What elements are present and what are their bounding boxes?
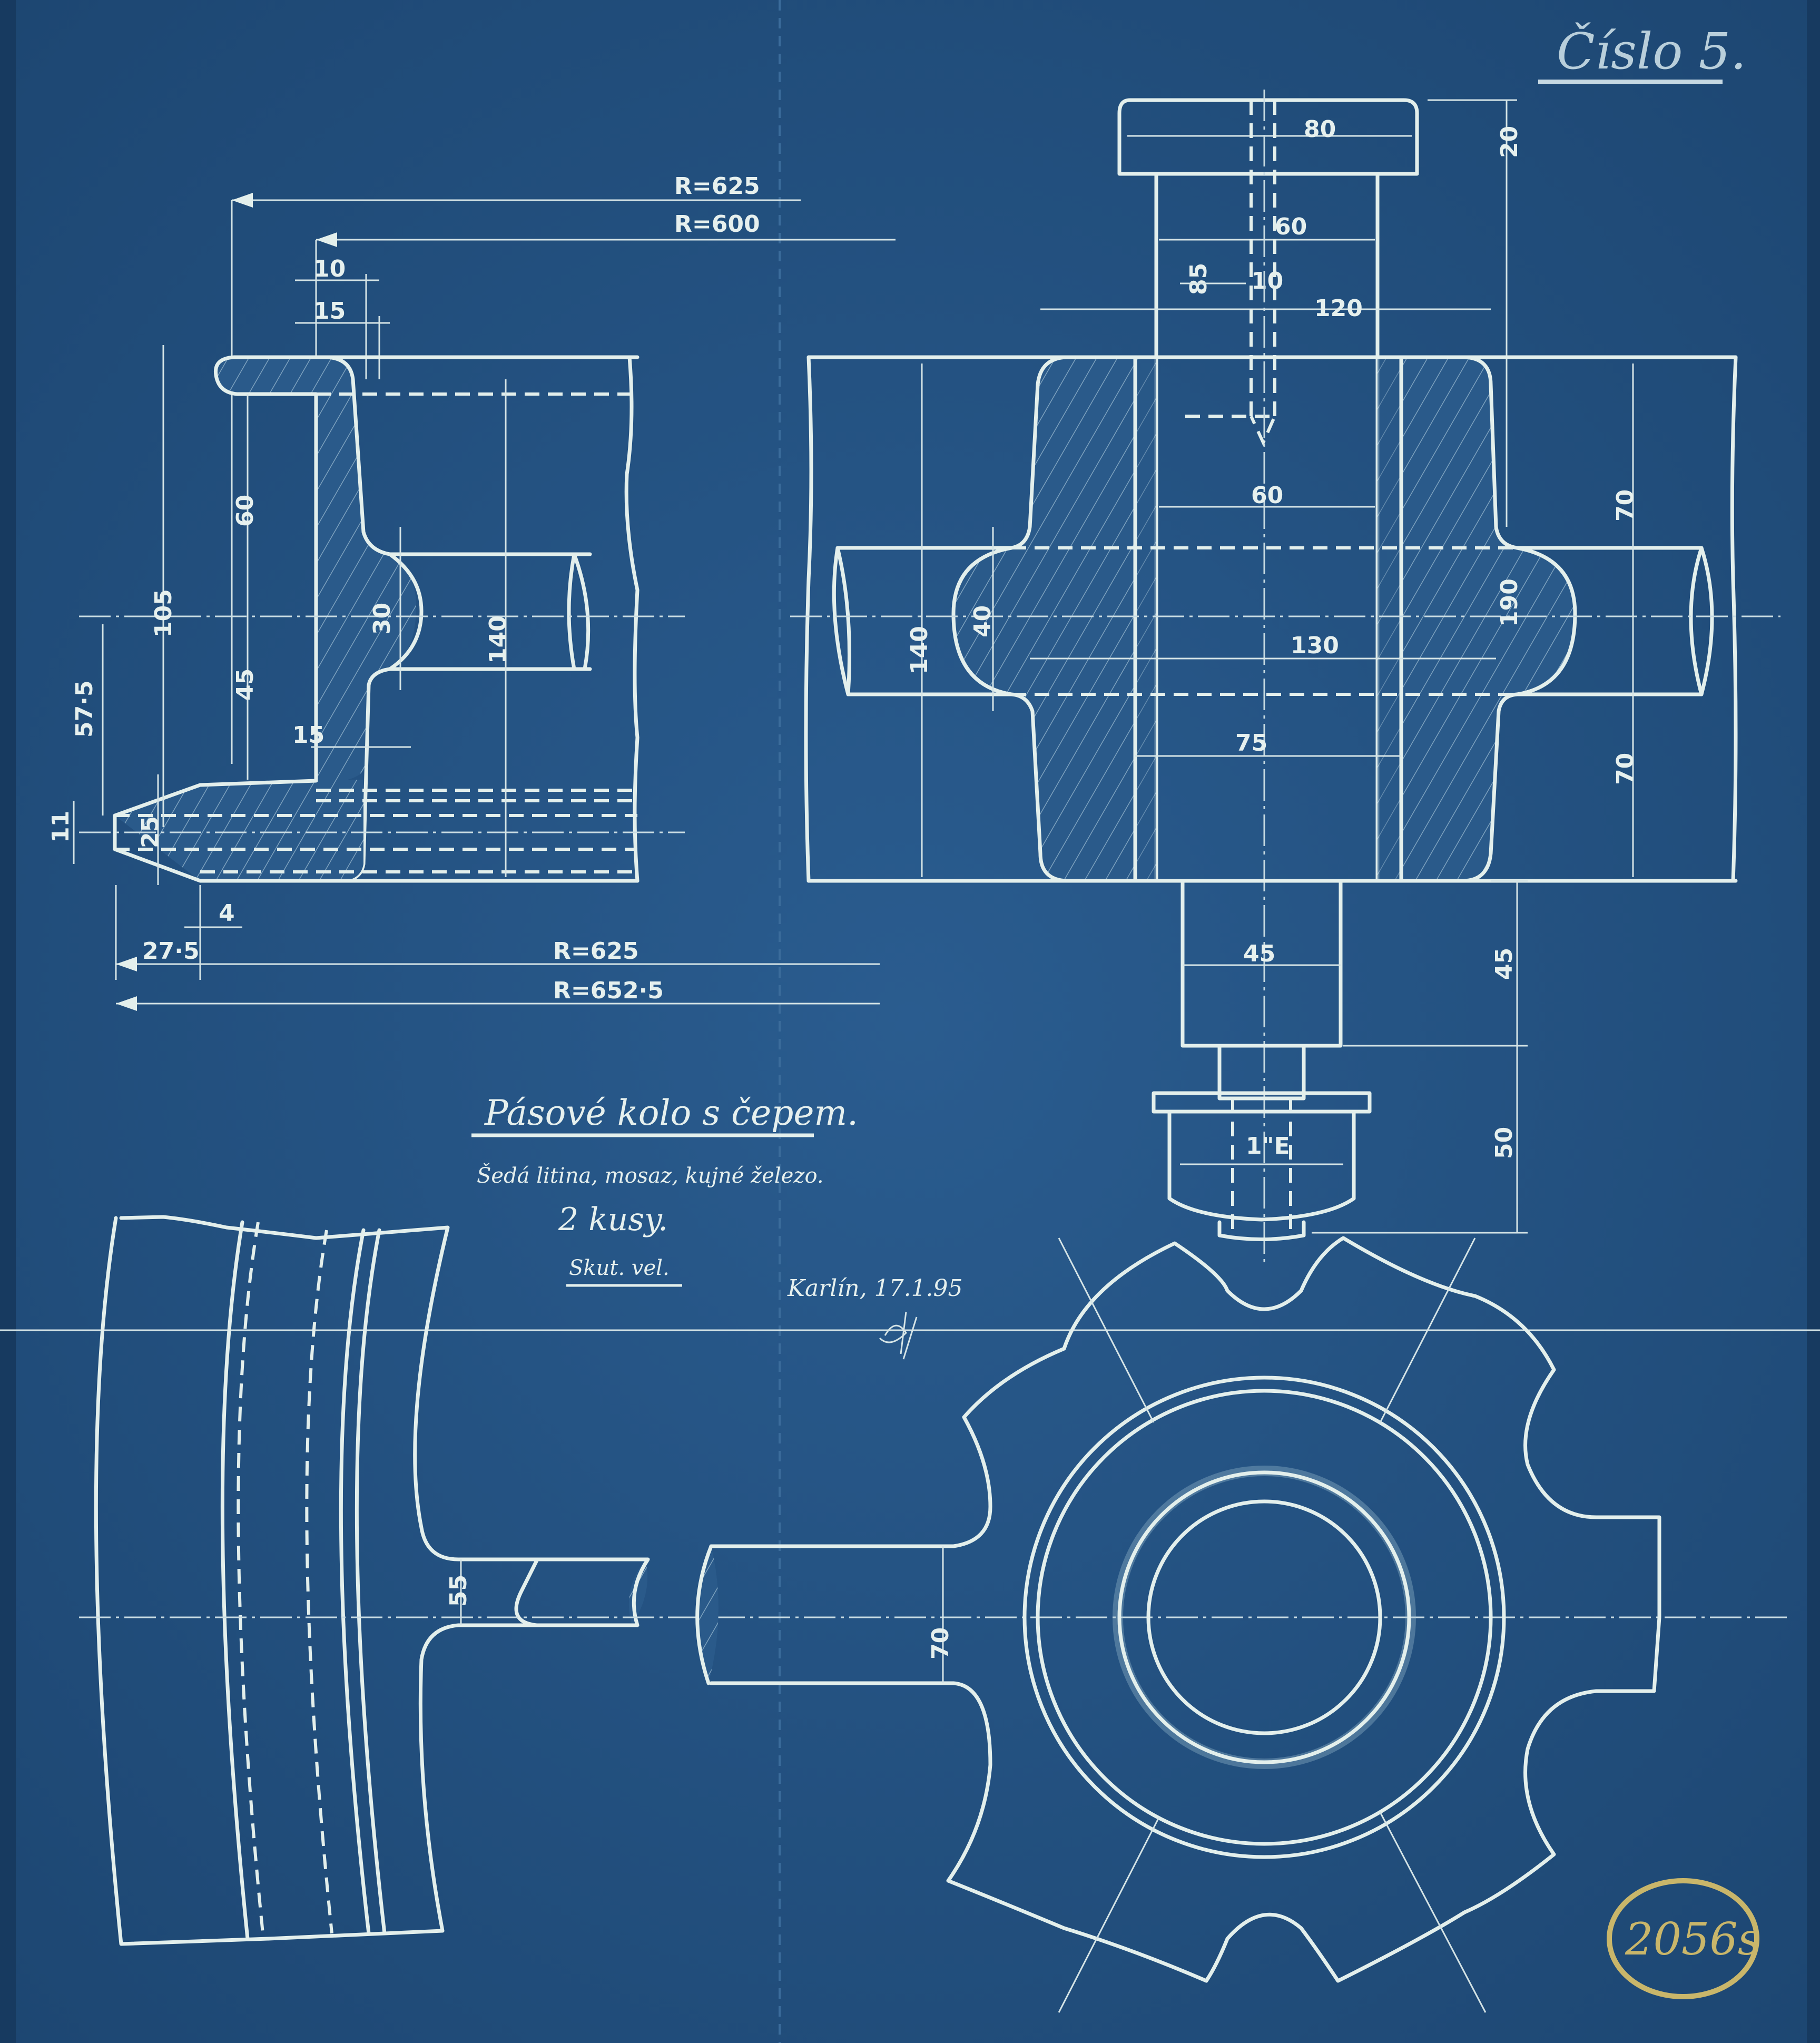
dim-10: 10	[313, 256, 346, 282]
dim-nut-50: 50	[1491, 1127, 1518, 1159]
dim-70-bottom: 70	[1612, 753, 1639, 785]
dim-11: 11	[47, 811, 74, 843]
dim-hub-140: 140	[906, 626, 933, 674]
dim-4: 4	[219, 900, 235, 927]
dim-r625-bottom: R=625	[553, 938, 639, 965]
dim-head-20: 20	[1496, 126, 1523, 158]
materials-note: Šedá litina, mosaz, kujné železo.	[477, 1163, 824, 1188]
hub-section-view: 80 20 60 85 10 120 60 140 40	[790, 90, 1780, 1264]
dim-bore-60: 60	[1251, 482, 1283, 509]
dim-15-top: 15	[313, 298, 346, 325]
dim-hub-40: 40	[969, 605, 996, 637]
sheet-number: Číslo 5.	[1538, 22, 1746, 84]
dim-pin-45-width: 45	[1243, 940, 1275, 967]
place-date: Karlín, 17.1.95	[787, 1275, 963, 1302]
dim-shaft-60: 60	[1275, 213, 1307, 240]
hub-elevation-view: 70	[695, 1236, 1661, 2013]
dim-depth-85: 85	[1185, 263, 1212, 295]
dim-130: 130	[1291, 632, 1339, 659]
dim-57-5: 57·5	[71, 680, 98, 738]
dim-25: 25	[137, 816, 164, 848]
dim-60: 60	[232, 495, 259, 527]
dim-thread: 1"E	[1246, 1133, 1290, 1160]
dim-bore-10: 10	[1251, 268, 1283, 294]
sheet-number-label: Číslo 5.	[1557, 22, 1746, 81]
archive-stamp-number: 2056s	[1625, 1913, 1760, 1965]
dim-r652-5: R=652·5	[553, 977, 664, 1004]
dim-spoke-70: 70	[927, 1627, 954, 1659]
scale-note: Skut. vel.	[569, 1256, 670, 1280]
dim-30: 30	[369, 603, 396, 635]
dim-140-rim: 140	[485, 615, 511, 664]
dim-70-top: 70	[1612, 489, 1639, 522]
dim-head-80: 80	[1304, 116, 1336, 143]
dim-105: 105	[150, 589, 177, 637]
signature-mark	[879, 1311, 918, 1360]
dim-spoke-55: 55	[445, 1575, 472, 1607]
archive-stamp: 2056s	[1607, 1878, 1760, 1999]
paper-edge-right	[1807, 0, 1820, 2043]
dim-len-120: 120	[1314, 295, 1363, 322]
rim-section-view: R=625 R=600 10 15	[47, 173, 896, 1011]
title-block: Pásové kolo s čepem. Šedá litina, mosaz,…	[471, 1093, 963, 1360]
dim-45-rim: 45	[232, 669, 259, 701]
dim-190: 190	[1496, 578, 1523, 627]
dim-27-5: 27·5	[142, 938, 200, 965]
drawing-title: Pásové kolo s čepem.	[484, 1093, 858, 1133]
dim-pin-45-height: 45	[1491, 948, 1518, 980]
rim-elevation-view: 55	[79, 1215, 1791, 1946]
dim-75: 75	[1235, 730, 1267, 757]
dim-r600: R=600	[674, 211, 760, 238]
dim-15-bottom: 15	[292, 722, 324, 749]
quantity-note: 2 kusy.	[558, 1201, 668, 1238]
paper-edge-left	[0, 0, 16, 2043]
dim-r625-top: R=625	[674, 173, 760, 200]
